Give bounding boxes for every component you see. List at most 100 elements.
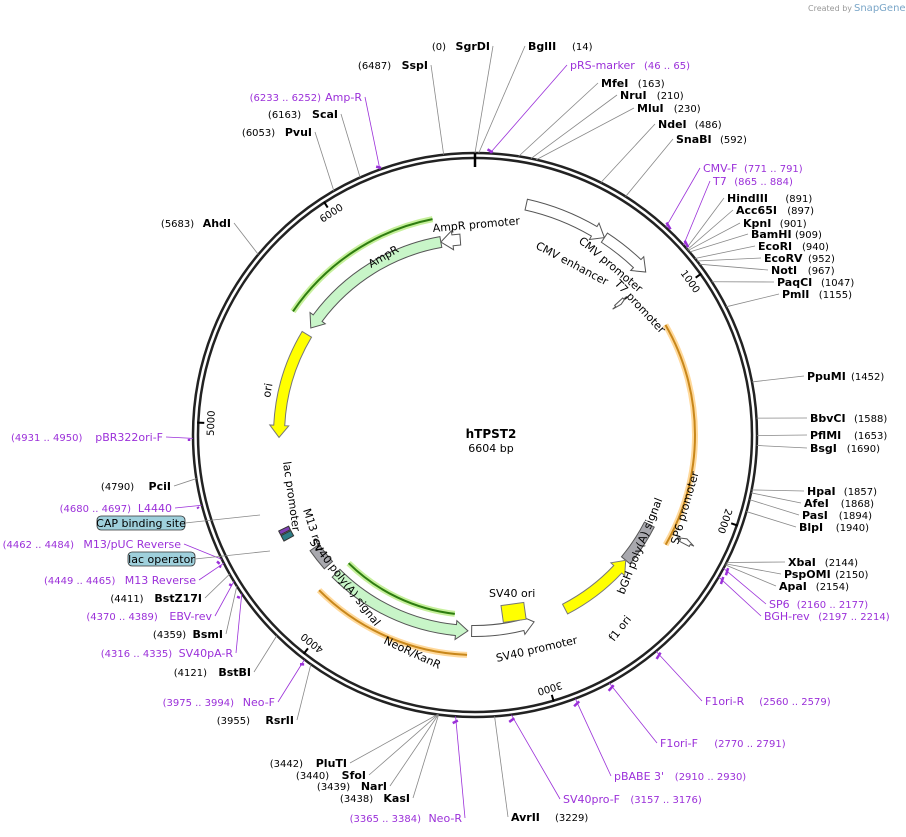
enzyme-nrui[interactable]: NruI(210) bbox=[620, 89, 684, 102]
enzyme-pvui[interactable]: PvuI(6053) bbox=[242, 126, 312, 139]
primer-name: T7 bbox=[712, 175, 727, 188]
enzyme-mfei[interactable]: MfeI(163) bbox=[601, 77, 665, 90]
primer-sv40pro-f[interactable]: SV40pro-F(3157 .. 3176) bbox=[563, 793, 702, 806]
feature-t7-promoter[interactable] bbox=[612, 295, 628, 310]
enzyme-position: (909) bbox=[795, 230, 822, 241]
enzyme-sfoi[interactable]: SfoI(3440) bbox=[296, 769, 366, 782]
enzyme-mlui[interactable]: MluI(230) bbox=[637, 102, 701, 115]
map-title: hTPST2 bbox=[466, 427, 517, 441]
enzyme-pcii[interactable]: PciI(4790) bbox=[101, 480, 171, 493]
feature-label-lac-promoter: lac promoter bbox=[280, 461, 303, 533]
enzyme-pspomi[interactable]: PspOMI(2150) bbox=[784, 568, 869, 581]
feature-ampr[interactable] bbox=[309, 236, 443, 329]
primer-t7[interactable]: T7(865 .. 884) bbox=[712, 175, 793, 188]
enzyme-bstbi[interactable]: BstBI(4121) bbox=[174, 666, 251, 679]
feature-ampr-promoter[interactable] bbox=[440, 229, 462, 251]
enzyme-kpni[interactable]: KpnI(901) bbox=[743, 217, 807, 230]
enzyme-afei[interactable]: AfeI(1868) bbox=[804, 497, 874, 510]
enzyme-ecori[interactable]: EcoRI(940) bbox=[758, 240, 829, 253]
primer-bgh-rev[interactable]: BGH-rev(2197 .. 2214) bbox=[764, 610, 890, 623]
feature-ori[interactable] bbox=[268, 330, 313, 439]
boxed-cap-binding-site[interactable]: CAP binding site bbox=[96, 514, 261, 531]
enzyme-bsmi[interactable]: BsmI(4359) bbox=[153, 628, 223, 641]
enzyme-avrii[interactable]: AvrII(3229) bbox=[511, 811, 588, 824]
boxed-feature-labels: CAP binding site lac operator bbox=[96, 514, 271, 567]
enzyme-pflmi[interactable]: PflMI(1653) bbox=[810, 429, 887, 442]
primer-f1ori-f[interactable]: F1ori-F(2770 .. 2791) bbox=[660, 737, 786, 750]
tick-label-3000: 3000 bbox=[536, 679, 564, 697]
primer-amp-r[interactable]: Amp-R(6233 .. 6252) bbox=[250, 91, 363, 104]
feature-f1-ori[interactable] bbox=[561, 559, 627, 615]
tick-4000 bbox=[302, 647, 309, 655]
primer-neo-r[interactable]: Neo-R(3365 .. 3384) bbox=[350, 812, 463, 825]
leader-pluti bbox=[349, 714, 438, 764]
feature-bgh-poly-a-signal[interactable] bbox=[620, 521, 655, 565]
primer-m13-reverse[interactable]: M13 Reverse(4449 .. 4465) bbox=[44, 574, 196, 587]
enzyme-bglii[interactable]: BglII(14) bbox=[528, 40, 593, 53]
primer-l4440[interactable]: L4440(4680 .. 4697) bbox=[60, 502, 172, 515]
primer-ebv-rev[interactable]: EBV-rev(4370 .. 4389) bbox=[86, 610, 212, 623]
enzyme-ahdi[interactable]: AhdI(5683) bbox=[161, 217, 231, 230]
primer-mark-f1ori-r bbox=[655, 651, 662, 660]
enzyme-position: (891) bbox=[785, 194, 812, 205]
feature-cmv-enhancer[interactable] bbox=[524, 198, 606, 241]
primer-pbr322ori-f[interactable]: pBR322ori-F(4931 .. 4950) bbox=[11, 431, 163, 444]
leader-apai bbox=[725, 564, 777, 587]
primer-range: (2770 .. 2791) bbox=[714, 739, 786, 750]
enzyme-pasi[interactable]: PasI(1894) bbox=[802, 509, 872, 522]
enzyme-ecorv[interactable]: EcoRV(952) bbox=[764, 252, 835, 265]
enzyme-pluti[interactable]: PluTI(3442) bbox=[270, 757, 347, 770]
enzyme-snabi[interactable]: SnaBI(592) bbox=[676, 133, 747, 146]
primer-f1ori-r[interactable]: F1ori-R(2560 .. 2579) bbox=[705, 695, 831, 708]
enzyme-xbai[interactable]: XbaI(2144) bbox=[788, 556, 858, 569]
enzyme-position: (1857) bbox=[844, 487, 877, 498]
primer-prs-marker[interactable]: pRS-marker(46 .. 65) bbox=[570, 59, 690, 72]
primer-neo-f[interactable]: Neo-F(3975 .. 3994) bbox=[163, 696, 275, 709]
enzyme-bbvci[interactable]: BbvCI(1588) bbox=[810, 412, 887, 425]
feature-sv40-poly-a-signal[interactable] bbox=[309, 543, 334, 570]
primer-mark-sp6 bbox=[724, 567, 730, 576]
feature-sp6-promoter[interactable] bbox=[676, 537, 695, 548]
tick-label-2000: 2000 bbox=[715, 507, 734, 535]
leader-primer-neo-r bbox=[455, 716, 466, 819]
enzyme-nari[interactable]: NarI(3439) bbox=[317, 780, 387, 793]
enzyme-apai[interactable]: ApaI(2154) bbox=[779, 580, 849, 593]
enzyme-bamhi[interactable]: BamHI(909) bbox=[751, 228, 822, 241]
enzyme-hindiii[interactable]: HindIII(891) bbox=[727, 192, 812, 205]
feature-label-ori: ori bbox=[260, 382, 275, 398]
leader-primer-t7 bbox=[683, 180, 711, 246]
enzyme-noti[interactable]: NotI(967) bbox=[771, 264, 835, 277]
enzyme-pmli[interactable]: PmlI(1155) bbox=[782, 288, 852, 301]
enzyme-name: BbvCI bbox=[810, 412, 846, 425]
leader-nari bbox=[389, 714, 439, 787]
enzyme-hpai[interactable]: HpaI(1857) bbox=[807, 485, 877, 498]
primer-m13-puc-reverse[interactable]: M13/pUC Reverse(4462 .. 4484) bbox=[3, 538, 182, 551]
leader-pmli bbox=[726, 293, 780, 308]
primer-sv40pa-r[interactable]: SV40pA-R(4316 .. 4335) bbox=[101, 647, 234, 660]
enzyme-acc65i[interactable]: Acc65I(897) bbox=[736, 204, 814, 217]
enzyme-kasi[interactable]: KasI(3438) bbox=[340, 792, 410, 805]
enzyme-ppumi[interactable]: PpuMI(1452) bbox=[807, 370, 884, 383]
feature-neor-kanr[interactable] bbox=[331, 568, 469, 641]
enzyme-scai[interactable]: ScaI(6163) bbox=[268, 108, 338, 121]
enzyme-ndei[interactable]: NdeI(486) bbox=[658, 118, 722, 131]
feature-cmv-promoter[interactable] bbox=[600, 232, 647, 273]
feature-m13-rev[interactable] bbox=[278, 525, 292, 536]
primer-sp6[interactable]: SP6(2160 .. 2177) bbox=[769, 598, 868, 611]
feature-label-sv40-ori: SV40 ori bbox=[489, 587, 535, 600]
primer-name: BGH-rev bbox=[764, 610, 810, 623]
enzyme-sspi[interactable]: SspI(6487) bbox=[358, 59, 428, 72]
primer-range: (4680 .. 4697) bbox=[60, 504, 132, 515]
boxed-lac-operator[interactable]: lac operator bbox=[127, 550, 271, 567]
tick-label-6000: 6000 bbox=[318, 202, 345, 225]
primer-pbabe-3[interactable]: pBABE 3'(2910 .. 2930) bbox=[614, 770, 746, 783]
enzyme-bsgi[interactable]: BsgI(1690) bbox=[810, 442, 880, 455]
enzyme-sgrdi[interactable]: SgrDI(0) bbox=[432, 40, 490, 53]
enzyme-blpi[interactable]: BlpI(1940) bbox=[799, 521, 869, 534]
orf-arc-1 bbox=[664, 324, 696, 546]
primer-cmv-f[interactable]: CMV-F(771 .. 791) bbox=[703, 162, 803, 175]
enzyme-paqci[interactable]: PaqCI(1047) bbox=[777, 276, 854, 289]
enzyme-rsrii[interactable]: RsrII(3955) bbox=[217, 714, 294, 727]
feature-lac-promoter[interactable] bbox=[280, 529, 295, 542]
enzyme-bstz17i[interactable]: BstZ17I(4411) bbox=[110, 592, 202, 605]
